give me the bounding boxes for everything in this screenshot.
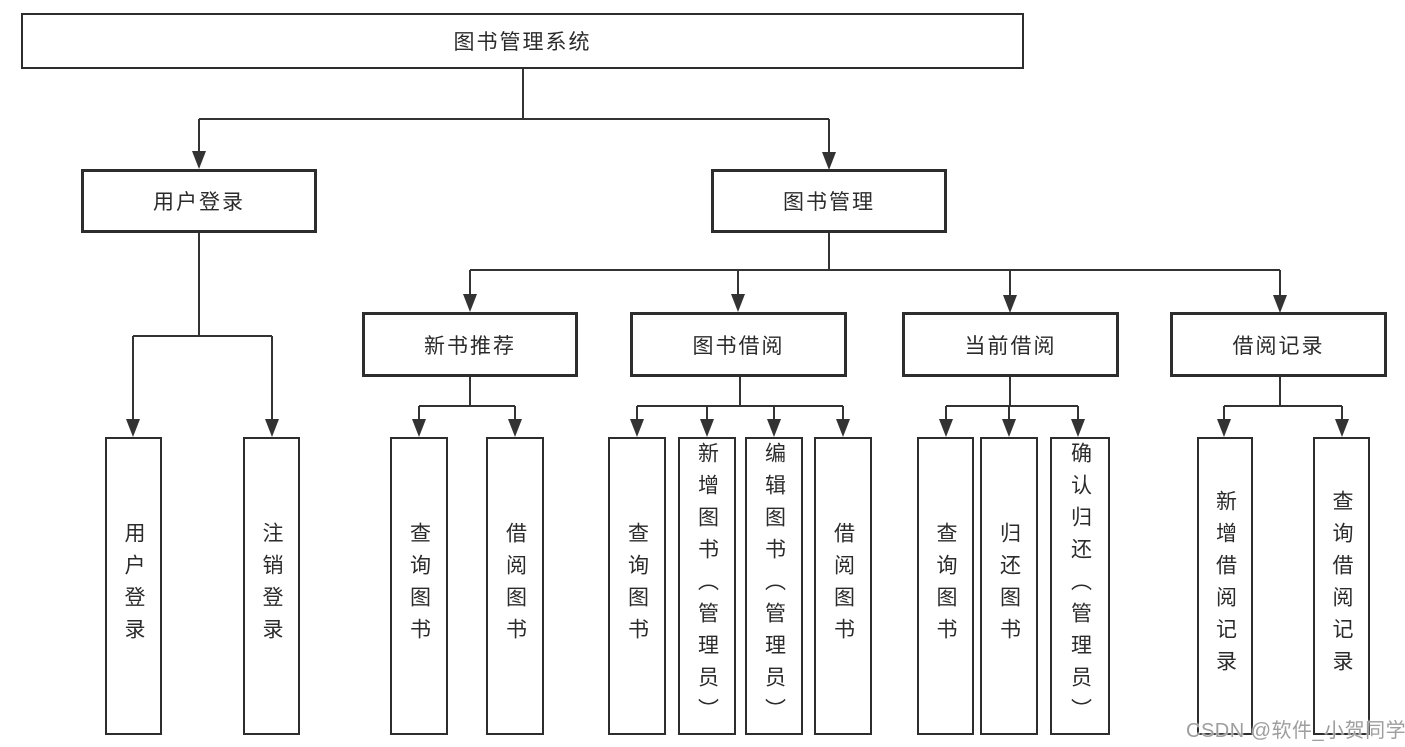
leaf-query-books: 查询图书 — [608, 437, 666, 735]
leaf-user-login: 用户登录 — [105, 437, 162, 735]
connector-user-login-children — [126, 232, 279, 437]
node-user-login: 用户登录 — [81, 169, 317, 233]
leaf-label: 归还图书 — [997, 522, 1021, 650]
leaf-label: 确认归还（管理员） — [1068, 442, 1092, 730]
node-library-system: 图书管理系统 — [21, 13, 1024, 69]
leaf-edit-books-admin: 编辑图书（管理员） — [745, 437, 803, 735]
leaf-query-books: 查询图书 — [917, 437, 974, 735]
leaf-logout-login: 注销登录 — [243, 437, 300, 735]
leaf-label: 借阅图书 — [503, 522, 527, 650]
leaf-borrow-books: 借阅图书 — [814, 437, 872, 735]
node-book-management: 图书管理 — [711, 169, 947, 233]
leaf-return-books: 归还图书 — [980, 437, 1038, 735]
connector-book-mgmt-to-level3 — [463, 233, 1287, 313]
connector-records-children — [1217, 377, 1349, 437]
connector-new-book-children — [412, 377, 522, 437]
leaf-query-books: 查询图书 — [390, 437, 448, 735]
leaf-add-books-admin: 新增图书（管理员） — [678, 437, 736, 735]
leaf-label: 借阅图书 — [831, 522, 855, 650]
leaf-query-borrow-record: 查询借阅记录 — [1313, 437, 1370, 735]
connector-book-borrow-children — [630, 377, 850, 437]
leaf-add-borrow-record: 新增借阅记录 — [1197, 437, 1253, 735]
node-new-book-recommendation: 新书推荐 — [362, 312, 578, 377]
csdn-watermark: CSDN @软件_小贺同学 — [1186, 720, 1405, 742]
leaf-label: 查询图书 — [625, 522, 649, 650]
leaf-borrow-books: 借阅图书 — [486, 437, 544, 735]
leaf-label: 查询图书 — [407, 522, 431, 650]
leaf-label: 查询图书 — [934, 522, 957, 650]
connector-root-to-level2 — [192, 69, 836, 170]
leaf-label: 编辑图书（管理员） — [762, 442, 786, 730]
node-current-borrowing: 当前借阅 — [902, 312, 1119, 377]
leaf-confirm-return-admin: 确认归还（管理员） — [1050, 437, 1110, 735]
leaf-label: 查询借阅记录 — [1330, 490, 1353, 682]
leaf-label: 新增借阅记录 — [1213, 490, 1237, 682]
leaf-label: 注销登录 — [260, 522, 283, 650]
node-borrowing-records: 借阅记录 — [1170, 312, 1387, 377]
connector-current-borrow-children — [939, 377, 1085, 437]
node-book-borrowing: 图书借阅 — [630, 312, 847, 377]
leaf-label: 用户登录 — [122, 522, 145, 650]
leaf-label: 新增图书（管理员） — [695, 442, 719, 730]
